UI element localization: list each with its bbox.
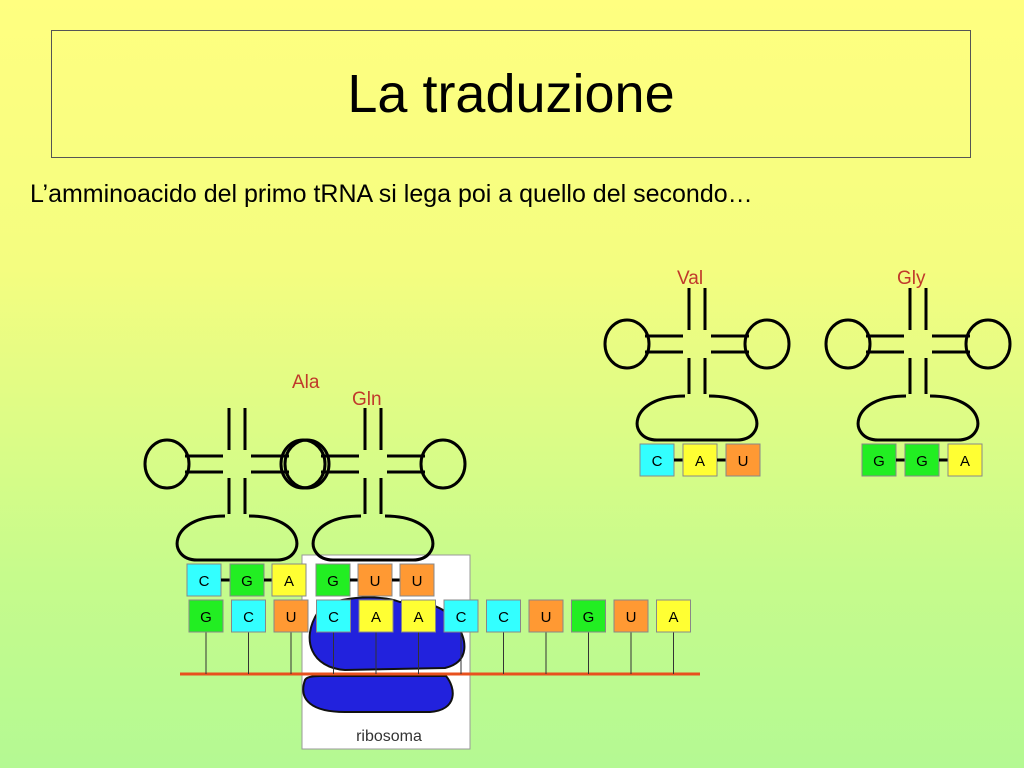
mrna-base-box <box>401 599 436 633</box>
mrna-base-box <box>571 599 606 633</box>
base-box <box>639 443 675 477</box>
base-letter: G <box>873 453 885 470</box>
mrna-base-box <box>528 599 564 633</box>
base-box <box>682 443 718 477</box>
mrna-base-box <box>656 599 691 633</box>
base-letter: A <box>960 453 970 470</box>
trna-anticodon-loop <box>311 514 435 562</box>
mrna-base-letter: G <box>583 609 595 626</box>
trna-anticodon-loop <box>635 394 759 442</box>
mrna-base-box <box>231 599 266 633</box>
trna-left-loop <box>824 318 872 370</box>
base-letter: G <box>241 573 253 590</box>
base-box <box>904 443 940 477</box>
base-box <box>725 443 761 477</box>
mrna-base-letter: C <box>243 609 254 626</box>
mrna-base-letter: U <box>541 609 552 626</box>
trna-right-loop <box>419 438 467 490</box>
trna-right-loop <box>964 318 1012 370</box>
base-box <box>315 563 351 597</box>
base-box <box>861 443 897 477</box>
trna-left-loop <box>603 318 651 370</box>
base-box <box>399 563 435 597</box>
trna-anticodon-loop <box>175 514 299 562</box>
mrna-base-letter: U <box>626 609 637 626</box>
title-box: La traduzione <box>51 30 971 158</box>
base-letter: G <box>327 573 339 590</box>
mrna-base-box <box>316 599 351 633</box>
mrna-base-letter: C <box>456 609 467 626</box>
base-box <box>357 563 393 597</box>
mrna-base-letter: C <box>498 609 509 626</box>
base-box <box>947 443 983 477</box>
mrna-base-box <box>188 599 224 633</box>
base-letter: U <box>412 573 423 590</box>
base-letter: A <box>695 453 705 470</box>
amino-acid-label: Ala <box>292 372 320 393</box>
trna-right-loop <box>743 318 791 370</box>
mrna-base-box <box>358 599 394 633</box>
amino-acid-label: Gly <box>897 268 926 289</box>
base-letter: U <box>738 453 749 470</box>
trna-left-loop <box>143 438 191 490</box>
trna-right-loop <box>283 438 331 490</box>
mrna-base-box <box>443 599 479 633</box>
base-letter: G <box>916 453 928 470</box>
mrna-base-letter: A <box>413 609 423 626</box>
ribosome-small-subunit <box>302 675 454 713</box>
base-box <box>186 563 222 597</box>
trna-left-loop <box>279 438 327 490</box>
mrna-base-letter: A <box>371 609 381 626</box>
mrna-base-box <box>486 599 521 633</box>
amino-acid-label: Val <box>677 268 703 289</box>
trna-anticodon-loop <box>856 394 980 442</box>
base-letter: C <box>652 453 663 470</box>
mrna-base-box <box>273 599 309 633</box>
mrna-base-letter: U <box>286 609 297 626</box>
mrna-base-box <box>613 599 649 633</box>
mrna-base-letter: G <box>200 609 212 626</box>
base-letter: C <box>199 573 210 590</box>
subtitle: L’amminoacido del primo tRNA si lega poi… <box>30 180 753 208</box>
ribosome-label: ribosoma <box>356 728 422 745</box>
amino-acid-label: Gln <box>352 389 382 410</box>
mrna-base-letter: C <box>328 609 339 626</box>
mrna-base-letter: A <box>668 609 678 626</box>
page-title: La traduzione <box>347 64 675 124</box>
base-letter: U <box>370 573 381 590</box>
base-box <box>271 563 307 597</box>
base-letter: A <box>284 573 294 590</box>
